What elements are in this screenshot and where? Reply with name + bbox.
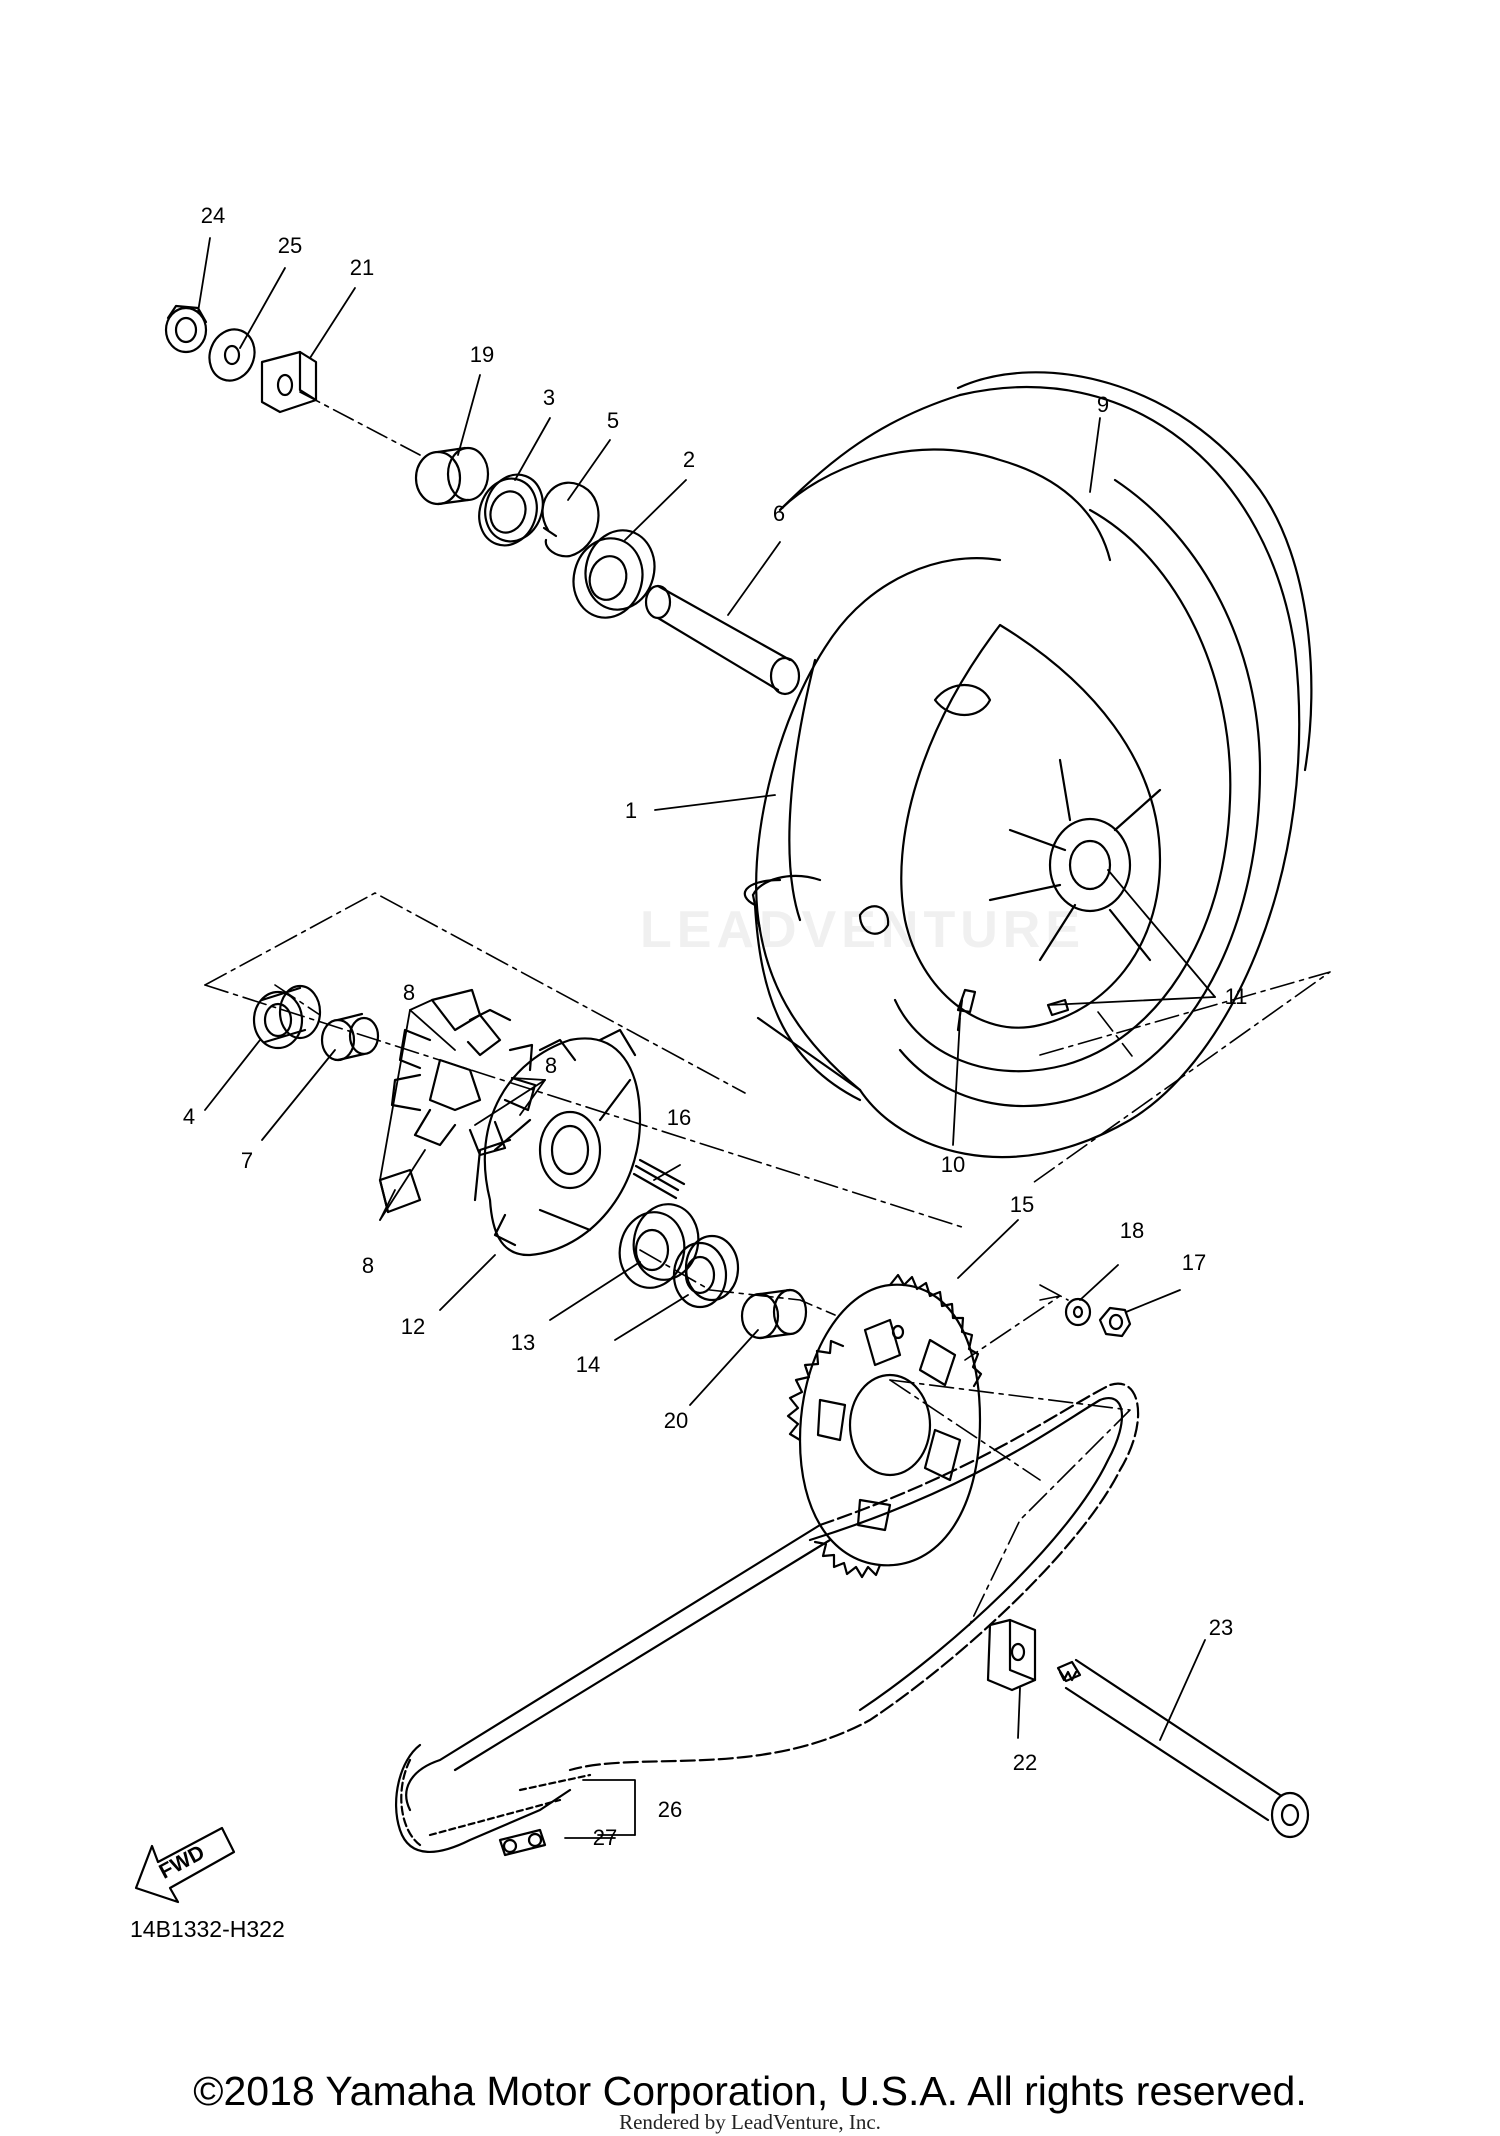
- callout-16: 16: [667, 1105, 691, 1130]
- spacer-7: [320, 1012, 380, 1062]
- callout-6: 6: [773, 501, 785, 526]
- washer-18: [1064, 1297, 1092, 1327]
- stud-bolt-16: [632, 1158, 686, 1200]
- callout-24: 24: [201, 203, 225, 228]
- axle-23: [1056, 1658, 1310, 1839]
- sprocket-hub-12: [473, 1028, 642, 1257]
- callout-27: 27: [593, 1825, 617, 1850]
- balance-weight-11: [1046, 998, 1070, 1017]
- collar-6: [644, 584, 801, 696]
- callout-14: 14: [576, 1352, 600, 1377]
- callout-25: 25: [278, 233, 302, 258]
- sprocket-15: [786, 1273, 983, 1579]
- hub-damper-8: [378, 988, 537, 1214]
- callout-7: 7: [241, 1148, 253, 1173]
- spacer-19: [414, 446, 490, 506]
- chain-joint-27: [498, 1828, 547, 1857]
- watermark: LEADVENTURE: [640, 901, 1086, 959]
- callout-17: 17: [1182, 1250, 1206, 1275]
- callout-12: 12: [401, 1314, 425, 1339]
- callout-20: 20: [664, 1408, 688, 1433]
- fwd-arrow-icon: [134, 1826, 236, 1904]
- nut-17: [1098, 1306, 1132, 1338]
- bearing-13: [618, 1203, 700, 1289]
- callout-19: 19: [470, 342, 494, 367]
- callout-13: 13: [511, 1330, 535, 1355]
- valve-10: [956, 988, 977, 1032]
- callout-8-bottom: 8: [362, 1253, 374, 1278]
- callout-5: 5: [607, 408, 619, 433]
- tire-9: [743, 371, 1313, 1102]
- callout-18: 18: [1120, 1218, 1144, 1243]
- adjuster-plate-21: [260, 350, 318, 414]
- washer-25: [208, 328, 256, 382]
- callout-10: 10: [941, 1152, 965, 1177]
- callout-15: 15: [1010, 1192, 1034, 1217]
- oil-seal-14: [672, 1234, 740, 1309]
- nut-24: [164, 304, 208, 354]
- callout-22: 22: [1013, 1750, 1037, 1775]
- collar-20: [740, 1288, 808, 1340]
- circlip-5: [541, 481, 600, 558]
- callout-9: 9: [1097, 392, 1109, 417]
- drive-chain-26: [395, 1382, 1140, 1853]
- callout-2: 2: [683, 447, 695, 472]
- bearing-2: [572, 529, 656, 619]
- diagram-reference-code: 14B1332-H322: [130, 1916, 285, 1942]
- copyright-notice: ©2018 Yamaha Motor Corporation, U.S.A. A…: [193, 2068, 1307, 2114]
- callout-4: 4: [183, 1104, 195, 1129]
- callout-1: 1: [625, 798, 637, 823]
- callout-labels: 24 25 21 19 3 5 2 6 9 1 11 10 8 8 8 4 7 …: [183, 203, 1248, 1850]
- callout-21: 21: [350, 255, 374, 280]
- rendered-by-notice: Rendered by LeadVenture, Inc.: [619, 2110, 881, 2134]
- callout-26: 26: [658, 1797, 682, 1822]
- adjuster-plate-22: [986, 1618, 1037, 1692]
- callout-8-top: 8: [403, 980, 415, 1005]
- rear-wheel-1: [751, 385, 1301, 1159]
- callout-23: 23: [1209, 1615, 1233, 1640]
- bearing-4: [252, 984, 322, 1050]
- oil-seal-3: [478, 473, 544, 547]
- fwd-label: FWD: [155, 1841, 208, 1884]
- callout-8-right: 8: [545, 1053, 557, 1078]
- callout-11: 11: [1225, 984, 1248, 1009]
- callout-3: 3: [543, 385, 555, 410]
